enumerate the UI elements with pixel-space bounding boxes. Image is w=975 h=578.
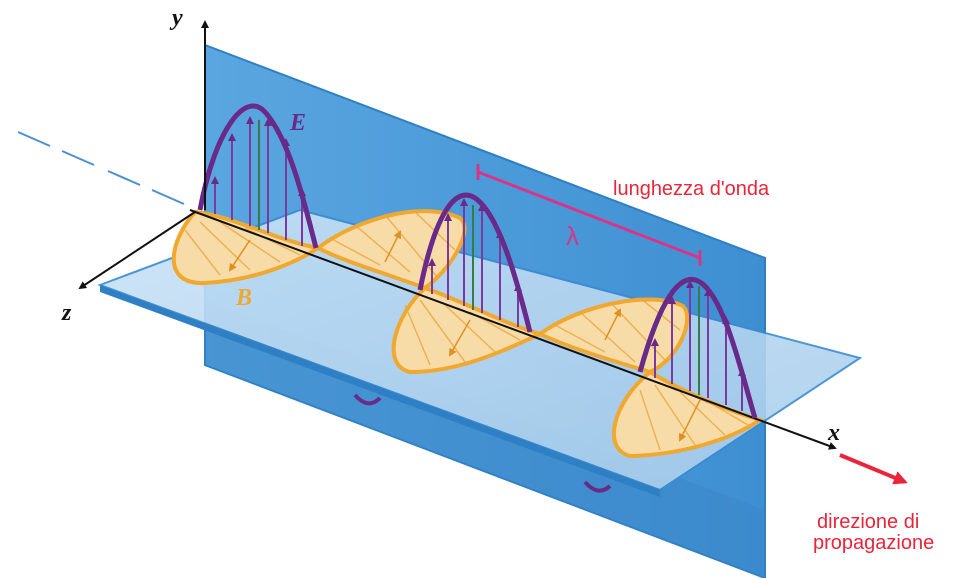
propagation-caption-line1: direzione di [817,511,919,533]
electric-wave-below-hint-2 [583,480,612,493]
magnetic-arrows [228,230,701,442]
x-axis-line [189,209,837,450]
horizontal-plane-front-edge [100,285,660,497]
electric-wave-below-hint [353,393,382,406]
z-axis-line [78,211,196,290]
magnetic-field-label: B [235,285,252,311]
electric-field-label: E [289,110,306,136]
x-axis-label: x [827,420,840,446]
axis-dashed-extension [17,131,185,205]
electric-wave [197,103,758,419]
propagation-arrow [839,453,908,485]
wavelength-indicator [476,164,702,266]
y-axis-label: y [169,5,183,31]
z-axis-label: z [61,300,72,326]
wavelength-caption: lunghezza d'onda [613,178,770,200]
propagation-caption-line2: propagazione [813,532,934,554]
lambda-label: λ [566,221,579,251]
